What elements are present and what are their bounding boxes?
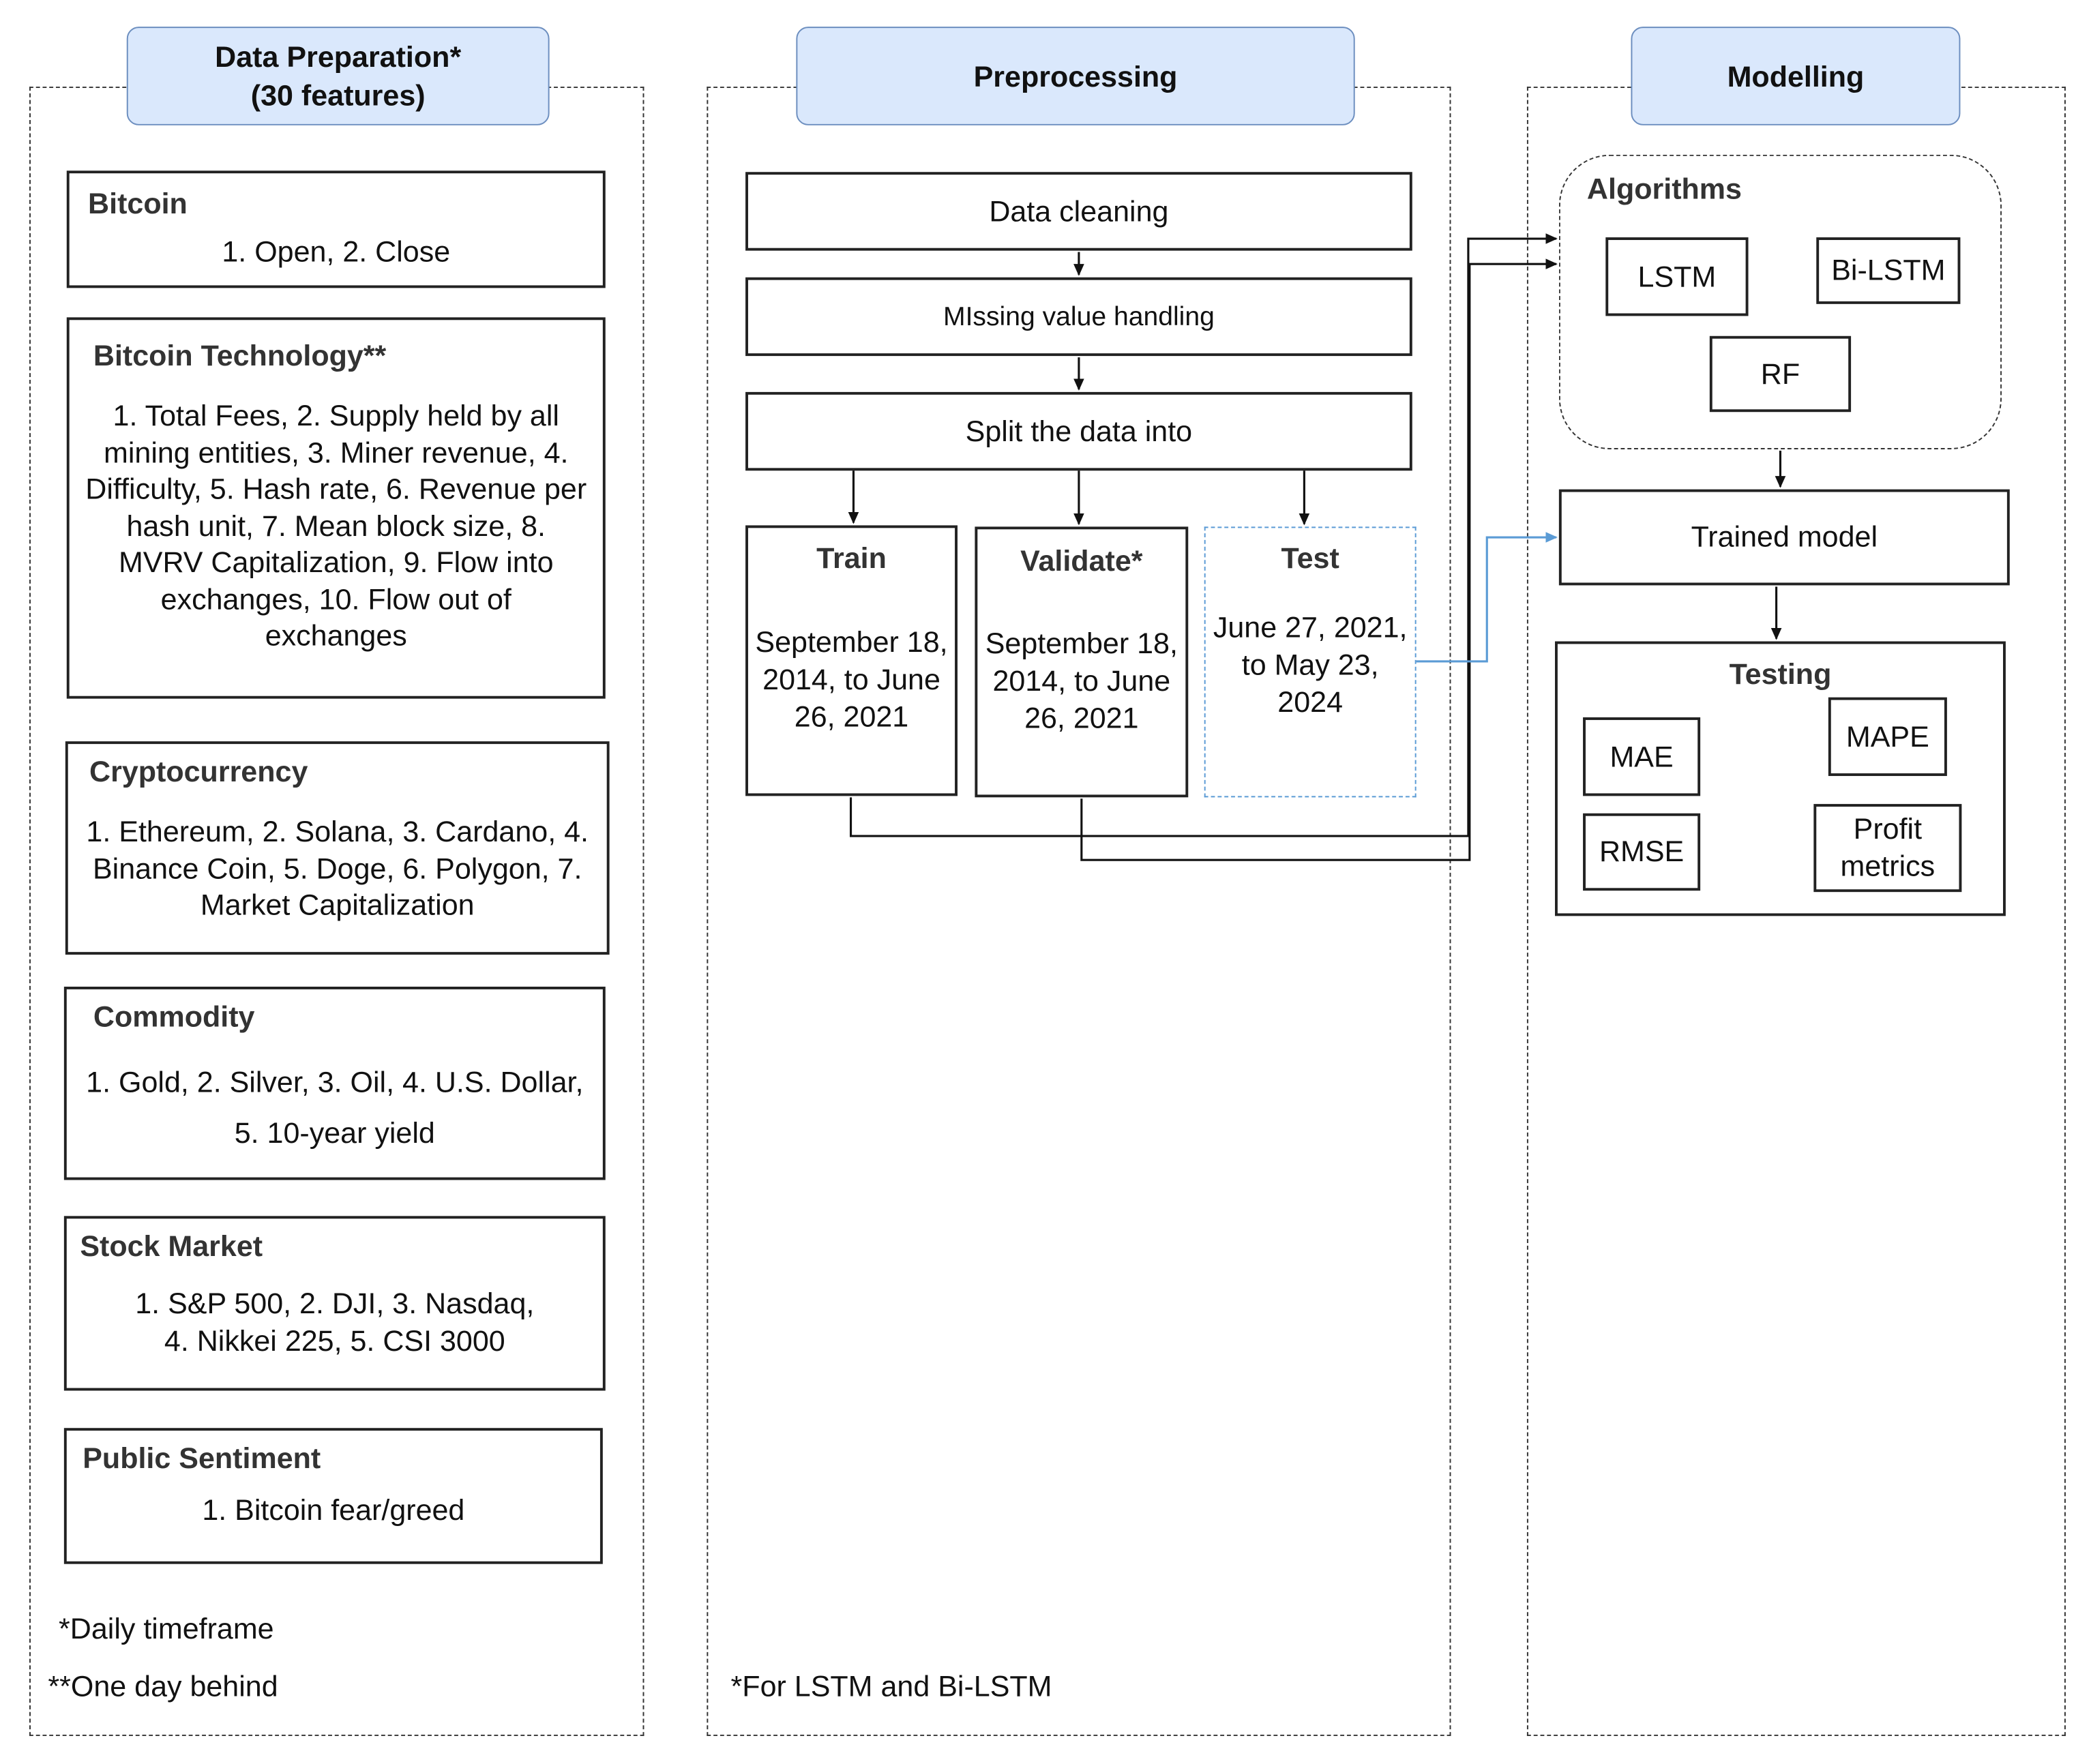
cryptocurrency-line: Market Capitalization — [200, 888, 475, 922]
stock-market-title: Stock Market — [80, 1229, 263, 1263]
arrow-test-to-trained-model — [1416, 532, 1558, 663]
mae-label: MAE — [1610, 739, 1674, 773]
daily-timeframe-note: *Daily timeframe — [59, 1612, 274, 1645]
algorithms-title: Algorithms — [1586, 172, 1742, 206]
public-sentiment-box: Public Sentiment 1. Bitcoin fear/greed — [63, 1428, 603, 1564]
rf-label: RF — [1760, 357, 1800, 390]
profit-metrics-label: metrics — [1840, 849, 1936, 883]
test-range-line: June 27, 2021, — [1213, 610, 1408, 644]
bilstm-label: Bi-LSTM — [1831, 253, 1946, 287]
bitcoin-technology-line: 1. Total Fees, 2. Supply held by all — [113, 398, 559, 432]
stock-market-box: Stock Market 1. S&P 500, 2. DJI, 3. Nasd… — [63, 1216, 606, 1391]
cryptocurrency-line: 1. Ethereum, 2. Solana, 3. Cardano, 4. — [86, 814, 589, 848]
missing-value-box: MIssing value handling — [745, 277, 1412, 357]
missing-value-label: MIssing value handling — [943, 301, 1215, 331]
data-preparation-subtitle: (30 features) — [250, 78, 426, 113]
split-data-box: Split the data into — [745, 391, 1412, 471]
one-day-behind-note: **One day behind — [48, 1669, 278, 1703]
validate-title: Validate* — [1020, 543, 1143, 578]
commodity-line: 5. 10-year yield — [234, 1116, 435, 1150]
public-sentiment-title: Public Sentiment — [83, 1441, 321, 1475]
cryptocurrency-box: Cryptocurrency 1. Ethereum, 2. Solana, 3… — [65, 741, 610, 955]
stock-market-line: 4. Nikkei 225, 5. CSI 3000 — [164, 1323, 505, 1357]
arrow-validate-to-algorithms — [1080, 258, 1558, 861]
train-range-line: 2014, to June — [762, 662, 940, 696]
lstm-label: LSTM — [1637, 259, 1717, 293]
cryptocurrency-line: Binance Coin, 5. Doge, 6. Polygon, 7. — [92, 851, 582, 885]
validate-range-line: 26, 2021 — [1024, 701, 1139, 735]
commodity-box: Commodity 1. Gold, 2. Silver, 3. Oil, 4.… — [63, 986, 606, 1180]
lstm-box: LSTM — [1605, 237, 1749, 316]
test-box: Test June 27, 2021, to May 23, 2024 — [1204, 526, 1417, 798]
public-sentiment-items: 1. Bitcoin fear/greed — [202, 1493, 465, 1527]
lstm-note: *For LSTM and Bi-LSTM — [730, 1669, 1052, 1703]
train-title: Train — [816, 541, 887, 575]
bitcoin-technology-line: hash unit, 7. Mean block size, 8. — [126, 508, 546, 542]
split-data-label: Split the data into — [965, 414, 1193, 448]
cryptocurrency-title: Cryptocurrency — [89, 754, 308, 788]
bilstm-box: Bi-LSTM — [1816, 237, 1961, 304]
test-range-line: to May 23, — [1241, 648, 1379, 682]
bitcoin-technology-box: Bitcoin Technology** 1. Total Fees, 2. S… — [66, 317, 606, 699]
commodity-title: Commodity — [93, 1000, 255, 1034]
trained-model-box: Trained model — [1558, 489, 2010, 586]
trained-model-label: Trained model — [1691, 520, 1878, 554]
modelling-title: Modelling — [1727, 59, 1865, 93]
testing-title: Testing — [1729, 657, 1832, 691]
bitcoin-box: Bitcoin 1. Open, 2. Close — [66, 170, 606, 288]
bitcoin-technology-line: exchanges — [265, 618, 407, 653]
profit-metrics-box: Profit metrics — [1813, 804, 1962, 893]
rmse-box: RMSE — [1583, 813, 1701, 891]
stock-market-line: 1. S&P 500, 2. DJI, 3. Nasdaq, — [135, 1286, 535, 1320]
validate-range-line: 2014, to June — [992, 663, 1171, 698]
arrow-train-to-algorithms — [849, 233, 1558, 837]
preprocessing-title: Preprocessing — [973, 59, 1178, 93]
test-title: Test — [1281, 541, 1339, 575]
bitcoin-items: 1. Open, 2. Close — [222, 235, 451, 269]
mae-box: MAE — [1583, 717, 1701, 796]
bitcoin-technology-line: MVRV Capitalization, 9. Flow into — [118, 545, 554, 579]
train-range-line: 26, 2021 — [794, 700, 909, 734]
bitcoin-technology-line: mining entities, 3. Miner revenue, 4. — [104, 435, 569, 469]
mape-box: MAPE — [1828, 697, 1947, 777]
data-cleaning-label: Data cleaning — [989, 194, 1169, 228]
rf-box: RF — [1709, 335, 1852, 413]
preprocessing-header: Preprocessing — [796, 27, 1355, 125]
validate-box: Validate* September 18, 2014, to June 26… — [975, 526, 1189, 798]
train-box: Train September 18, 2014, to June 26, 20… — [745, 525, 958, 796]
data-preparation-title: Data Preparation* — [215, 40, 462, 74]
bitcoin-technology-line: exchanges, 10. Flow out of — [160, 582, 511, 616]
modelling-header: Modelling — [1631, 27, 1961, 125]
profit-metrics-label: Profit — [1853, 811, 1923, 846]
bitcoin-title: Bitcoin — [88, 186, 188, 220]
bitcoin-technology-title: Bitcoin Technology** — [93, 338, 387, 372]
data-cleaning-box: Data cleaning — [745, 172, 1412, 251]
rmse-label: RMSE — [1599, 835, 1685, 868]
bitcoin-technology-line: Difficulty, 5. Hash rate, 6. Revenue per — [85, 472, 587, 506]
validate-range-line: September 18, — [985, 627, 1178, 660]
mape-label: MAPE — [1845, 719, 1929, 753]
train-range-line: September 18, — [755, 625, 948, 659]
data-preparation-header: Data Preparation* (30 features) — [126, 27, 550, 125]
commodity-line: 1. Gold, 2. Silver, 3. Oil, 4. U.S. Doll… — [86, 1065, 584, 1099]
test-range-line: 2024 — [1277, 685, 1344, 719]
algorithms-group: Algorithms — [1558, 154, 2002, 449]
